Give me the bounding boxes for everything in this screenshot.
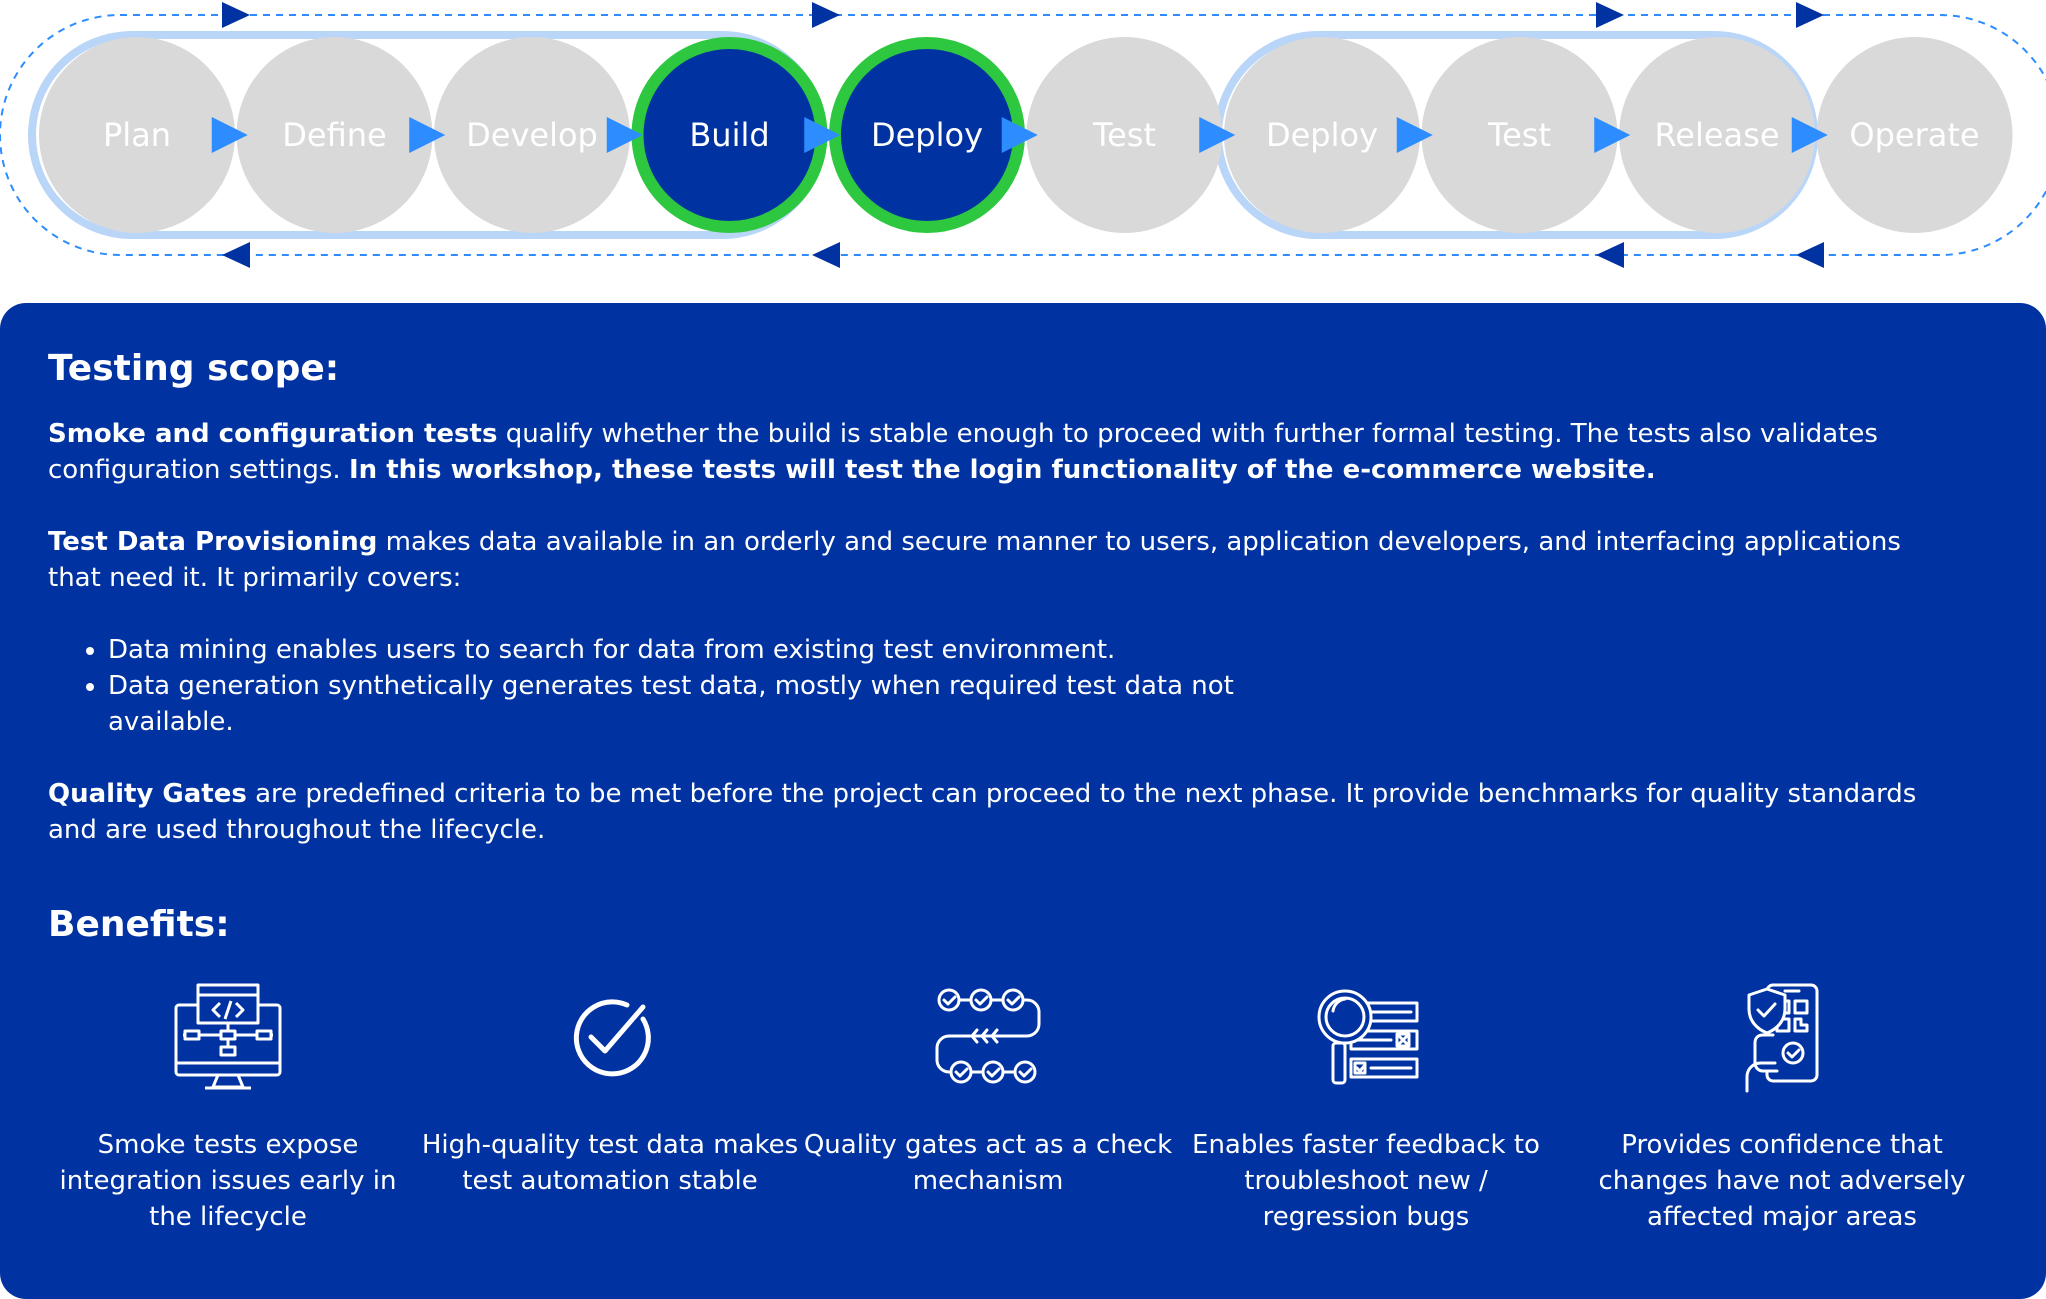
quality-gates-lead: Quality Gates [48, 779, 247, 810]
stage-arrow-6 [1199, 117, 1236, 153]
stage-label-2: Define [282, 116, 386, 154]
loop-arrow-bottom-3 [1596, 242, 1624, 268]
stage-circle-6 [1026, 37, 1223, 233]
stage-label-1: Plan [103, 116, 171, 154]
stage-label-5: Deploy [871, 116, 983, 154]
stage-circle-7 [1224, 37, 1420, 233]
benefit-item: Quality gates act as a check mechanism [798, 983, 1178, 1199]
code-monitor-icon [174, 983, 282, 1090]
stage-label-3: Develop [466, 116, 598, 154]
tdp-bullet-list: Data mining enables users to search for … [48, 632, 1238, 740]
stage-circle-8 [1421, 37, 1618, 233]
loop-arrow-bottom-1 [222, 242, 250, 268]
tdp-text: makes data available in an orderly and s… [48, 527, 1901, 594]
testing-scope-section: Testing scope: Smoke and configuration t… [48, 347, 1948, 884]
benefit-item: Provides confidence that changes have no… [1592, 983, 1972, 1235]
benefit-text: Smoke tests expose integration issues ea… [59, 1130, 397, 1232]
loop-arrow-top-2 [812, 2, 840, 28]
quality-gates-text: are predefined criteria to be met before… [48, 779, 1917, 846]
devops-pipeline-diagram: Plan Define Develop Build Deploy Test Deploy Te… [0, 2, 2046, 268]
stage-label-10: Operate [1849, 116, 1979, 154]
stage-arrow-4 [804, 117, 841, 153]
shield-phone-icon [1745, 983, 1819, 1093]
list-item: Data mining enables users to search for … [108, 632, 1238, 668]
tdp-lead: Test Data Provisioning [48, 527, 378, 558]
stage-circle-1 [39, 37, 235, 233]
smoke-tests-lead: Smoke and configuration tests [48, 419, 498, 450]
stage-label-4: Build [689, 116, 769, 154]
benefit-text: High-quality test data makes test automa… [421, 1130, 799, 1196]
loop-arrow-top-3 [1596, 2, 1624, 28]
benefit-text: Enables faster feedback to troubleshoot … [1192, 1130, 1540, 1232]
benefit-text: Quality gates act as a check mechanism [803, 1130, 1173, 1196]
stage-arrow-5 [1001, 117, 1038, 153]
loop-arrow-bottom-2 [812, 242, 840, 268]
quality-gates-paragraph: Quality Gates are predefined criteria to… [48, 776, 1928, 848]
stage-label-6: Test [1092, 116, 1156, 154]
stage-arrow-7 [1396, 117, 1433, 153]
benefit-item: High-quality test data makes test automa… [420, 983, 800, 1199]
testing-scope-heading: Testing scope: [48, 348, 340, 389]
magnifier-checklist-icon [1317, 989, 1419, 1085]
smoke-tests-paragraph: Smoke and configuration tests qualify wh… [48, 416, 1928, 488]
list-item: Data generation synthetically generates … [108, 668, 1238, 740]
benefit-item: Smoke tests expose integration issues ea… [38, 983, 418, 1235]
stage-label-9: Release [1654, 116, 1779, 154]
benefits-heading: Benefits: [48, 904, 230, 945]
loop-path [0, 14, 2046, 256]
smoke-tests-text: qualify whether the build is stable enou… [48, 419, 1878, 486]
stage-arrow-8 [1594, 117, 1631, 153]
stage-label-8: Test [1487, 116, 1551, 154]
stage-arrow-1 [211, 117, 248, 153]
smoke-tests-emphasis: In this workshop, these tests will test … [348, 455, 1656, 486]
testing-scope-panel: Testing scope: Smoke and configuration t… [0, 303, 2046, 1299]
stage-arrow-3 [606, 117, 643, 153]
benefit-item: Enables faster feedback to troubleshoot … [1176, 983, 1556, 1235]
check-circle-icon [573, 999, 651, 1077]
stage-circle-2 [236, 37, 433, 233]
quality-gate-flow-icon [935, 988, 1041, 1084]
benefit-text: Provides confidence that changes have no… [1598, 1130, 1966, 1232]
stage-arrow-9 [1791, 117, 1828, 153]
loop-arrow-bottom-4 [1796, 242, 1824, 268]
stage-circle-9 [1619, 37, 1815, 233]
stage-circle-10 [1816, 37, 2013, 233]
stage-arrow-2 [409, 117, 446, 153]
stage-circle-3 [434, 37, 630, 233]
loop-arrow-top-1 [222, 2, 250, 28]
stage-label-7: Deploy [1266, 116, 1378, 154]
loop-arrow-top-4 [1796, 2, 1824, 28]
test-data-provisioning-paragraph: Test Data Provisioning makes data availa… [48, 524, 1928, 596]
